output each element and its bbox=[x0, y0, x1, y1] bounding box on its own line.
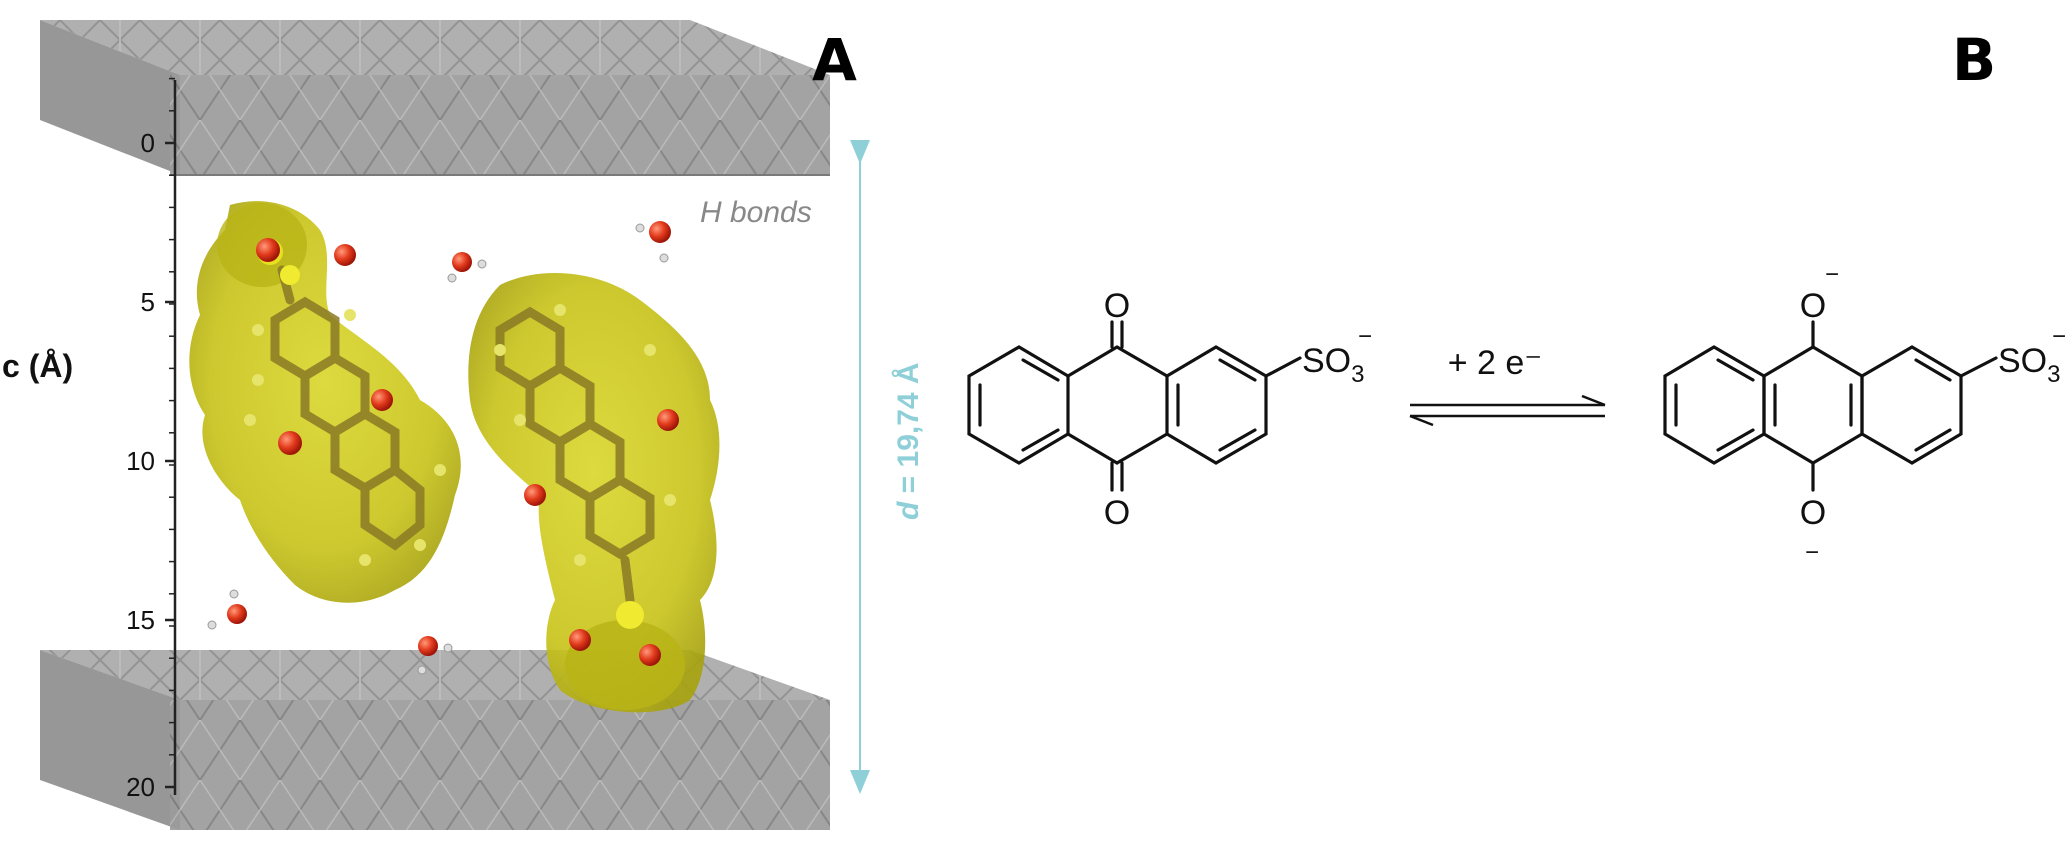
panel-a: 0 5 10 15 20 c (Å) bbox=[2, 20, 925, 830]
water-molecule bbox=[417, 636, 453, 675]
oxygen-atom bbox=[371, 389, 393, 411]
bottom-layer-slab bbox=[40, 650, 830, 830]
reaction-label: + 2 e⁻ bbox=[1448, 344, 1543, 382]
tick-label-0: 0 bbox=[141, 128, 155, 158]
interlayer-distance-label: d = 19,74 Å bbox=[892, 362, 925, 520]
tick-label-15: 15 bbox=[126, 605, 155, 635]
panel-letter-a: A bbox=[812, 26, 857, 94]
oxygen-atom bbox=[524, 484, 546, 506]
sulfonate-group: SO3 bbox=[1302, 342, 1364, 388]
water-molecule bbox=[207, 589, 247, 630]
oxide-bottom: O bbox=[1800, 494, 1826, 532]
water-molecule bbox=[635, 221, 671, 263]
oxygen-atom bbox=[569, 629, 591, 651]
oxide-top-charge: − bbox=[1825, 261, 1839, 288]
oxygen-atom bbox=[334, 244, 356, 266]
aqs-molecule-left bbox=[189, 201, 461, 603]
sulfonate-charge: − bbox=[2052, 323, 2066, 350]
carbonyl-oxygen-bottom: O bbox=[1104, 494, 1130, 532]
tick-label-10: 10 bbox=[126, 446, 155, 476]
panel-b: B O O SO3 − bbox=[967, 26, 2066, 566]
sulfonate-group: SO3 bbox=[1998, 342, 2060, 388]
top-layer-slab bbox=[40, 20, 830, 176]
oxygen-atom bbox=[639, 644, 661, 666]
interlayer-distance-marker: d = 19,74 Å bbox=[850, 140, 925, 794]
axis-title: c (Å) bbox=[2, 348, 73, 384]
carbonyl-oxygen-top: O bbox=[1104, 287, 1130, 325]
water-molecule bbox=[447, 252, 487, 283]
h-bonds-label: H bonds bbox=[700, 196, 812, 229]
oxygen-atom bbox=[278, 431, 302, 455]
reduced-anthraquinone-structure: O − O − SO3 − bbox=[1663, 261, 2066, 566]
anthraquinone-sulfonate-structure: O O SO3 − bbox=[967, 287, 1372, 532]
sulfonate-charge: − bbox=[1358, 323, 1372, 350]
oxygen-atom bbox=[256, 238, 280, 262]
reaction-equilibrium-arrows: + 2 e⁻ bbox=[1409, 344, 1606, 427]
tick-label-20: 20 bbox=[126, 772, 155, 802]
oxide-bottom-charge: − bbox=[1805, 539, 1819, 566]
c-axis: 0 5 10 15 20 c (Å) bbox=[2, 77, 177, 802]
panel-letter-b: B bbox=[1952, 26, 1996, 94]
aqs-molecule-right bbox=[468, 273, 720, 713]
tick-label-5: 5 bbox=[141, 287, 155, 317]
oxide-top: O bbox=[1800, 287, 1826, 325]
oxygen-atom bbox=[657, 409, 679, 431]
